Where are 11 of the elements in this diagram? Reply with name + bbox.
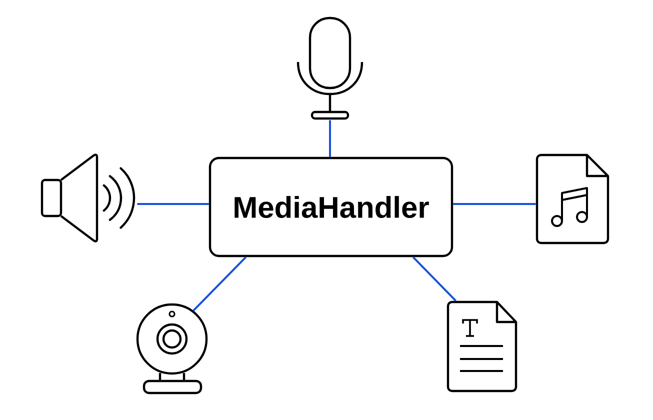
webcam-icon (136, 303, 208, 394)
connector-line (412, 256, 457, 302)
connector-line (329, 120, 331, 157)
music-file-icon (536, 154, 610, 244)
speaker-icon (40, 154, 136, 242)
component-box: MediaHandler (208, 156, 454, 258)
connector-line (453, 203, 536, 205)
microphone-icon (296, 16, 364, 120)
connector-line (137, 203, 209, 205)
text-document-icon (446, 300, 518, 392)
connector-line (192, 256, 247, 312)
